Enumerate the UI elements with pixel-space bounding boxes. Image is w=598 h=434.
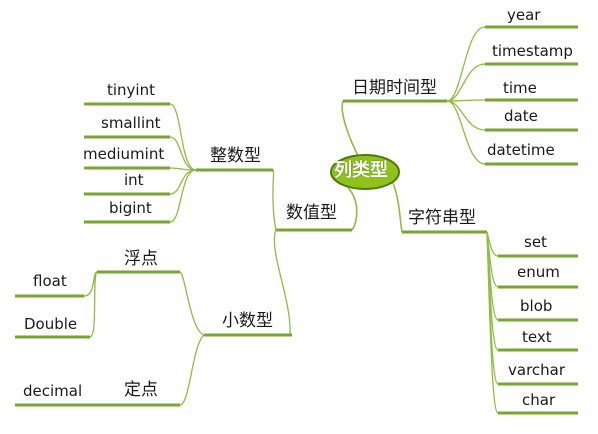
float-connector-1 <box>89 271 98 338</box>
fixed-item-decimal: decimal <box>23 382 83 400</box>
date-item-date: date <box>504 107 538 125</box>
integer-connector-1 <box>169 136 197 171</box>
integer-item-smallint: smallint <box>101 114 161 132</box>
integer-item-bigint: bigint <box>109 199 152 217</box>
branch-numeric-to-integer <box>272 169 277 231</box>
float-point-label: 浮点 <box>124 249 158 269</box>
branch-decimal-to-float <box>179 271 205 336</box>
integer-connector-4 <box>169 169 197 223</box>
string-item-enum: enum <box>517 263 560 281</box>
decimal-type-label: 小数型 <box>222 311 273 331</box>
branch-numeric-to-decimal <box>273 229 291 336</box>
string-item-text: text <box>522 328 552 346</box>
integer-item-int: int <box>124 171 144 189</box>
branch-root-to-numeric <box>347 187 358 231</box>
integer-connector-0 <box>169 103 197 171</box>
string-item-blob: blob <box>520 297 553 315</box>
branch-decimal-to-fixed <box>179 334 205 406</box>
integer-type-label: 整数型 <box>210 146 261 166</box>
fixed-point-label: 定点 <box>124 380 158 400</box>
numeric-type-label: 数值型 <box>286 203 337 223</box>
integer-item-mediumint: mediumint <box>83 145 165 163</box>
date-connector-0 <box>446 26 486 102</box>
branch-root-to-date <box>341 100 361 161</box>
root-node-label: 列类型 <box>334 160 388 181</box>
date-time-type-label: 日期时间型 <box>352 78 437 98</box>
date-item-datetime: datetime <box>487 141 555 159</box>
integer-item-tinyint: tinyint <box>107 81 155 99</box>
date-item-time: time <box>503 79 537 97</box>
root-node-ellipse <box>330 154 400 190</box>
string-item-char: char <box>522 391 556 409</box>
string-connector-5 <box>486 231 499 414</box>
float-item-double: Double <box>24 315 78 333</box>
string-type-label: 字符串型 <box>408 208 476 228</box>
string-item-varchar: varchar <box>508 361 566 379</box>
date-connector-2 <box>446 99 486 102</box>
date-connector-4 <box>446 100 486 165</box>
date-item-year: year <box>507 6 541 24</box>
date-item-timestamp: timestamp <box>492 42 573 60</box>
string-item-set: set <box>524 233 547 251</box>
date-connector-1 <box>446 63 486 102</box>
float-item-float: float <box>33 272 67 290</box>
branch-root-to-string <box>391 179 403 233</box>
